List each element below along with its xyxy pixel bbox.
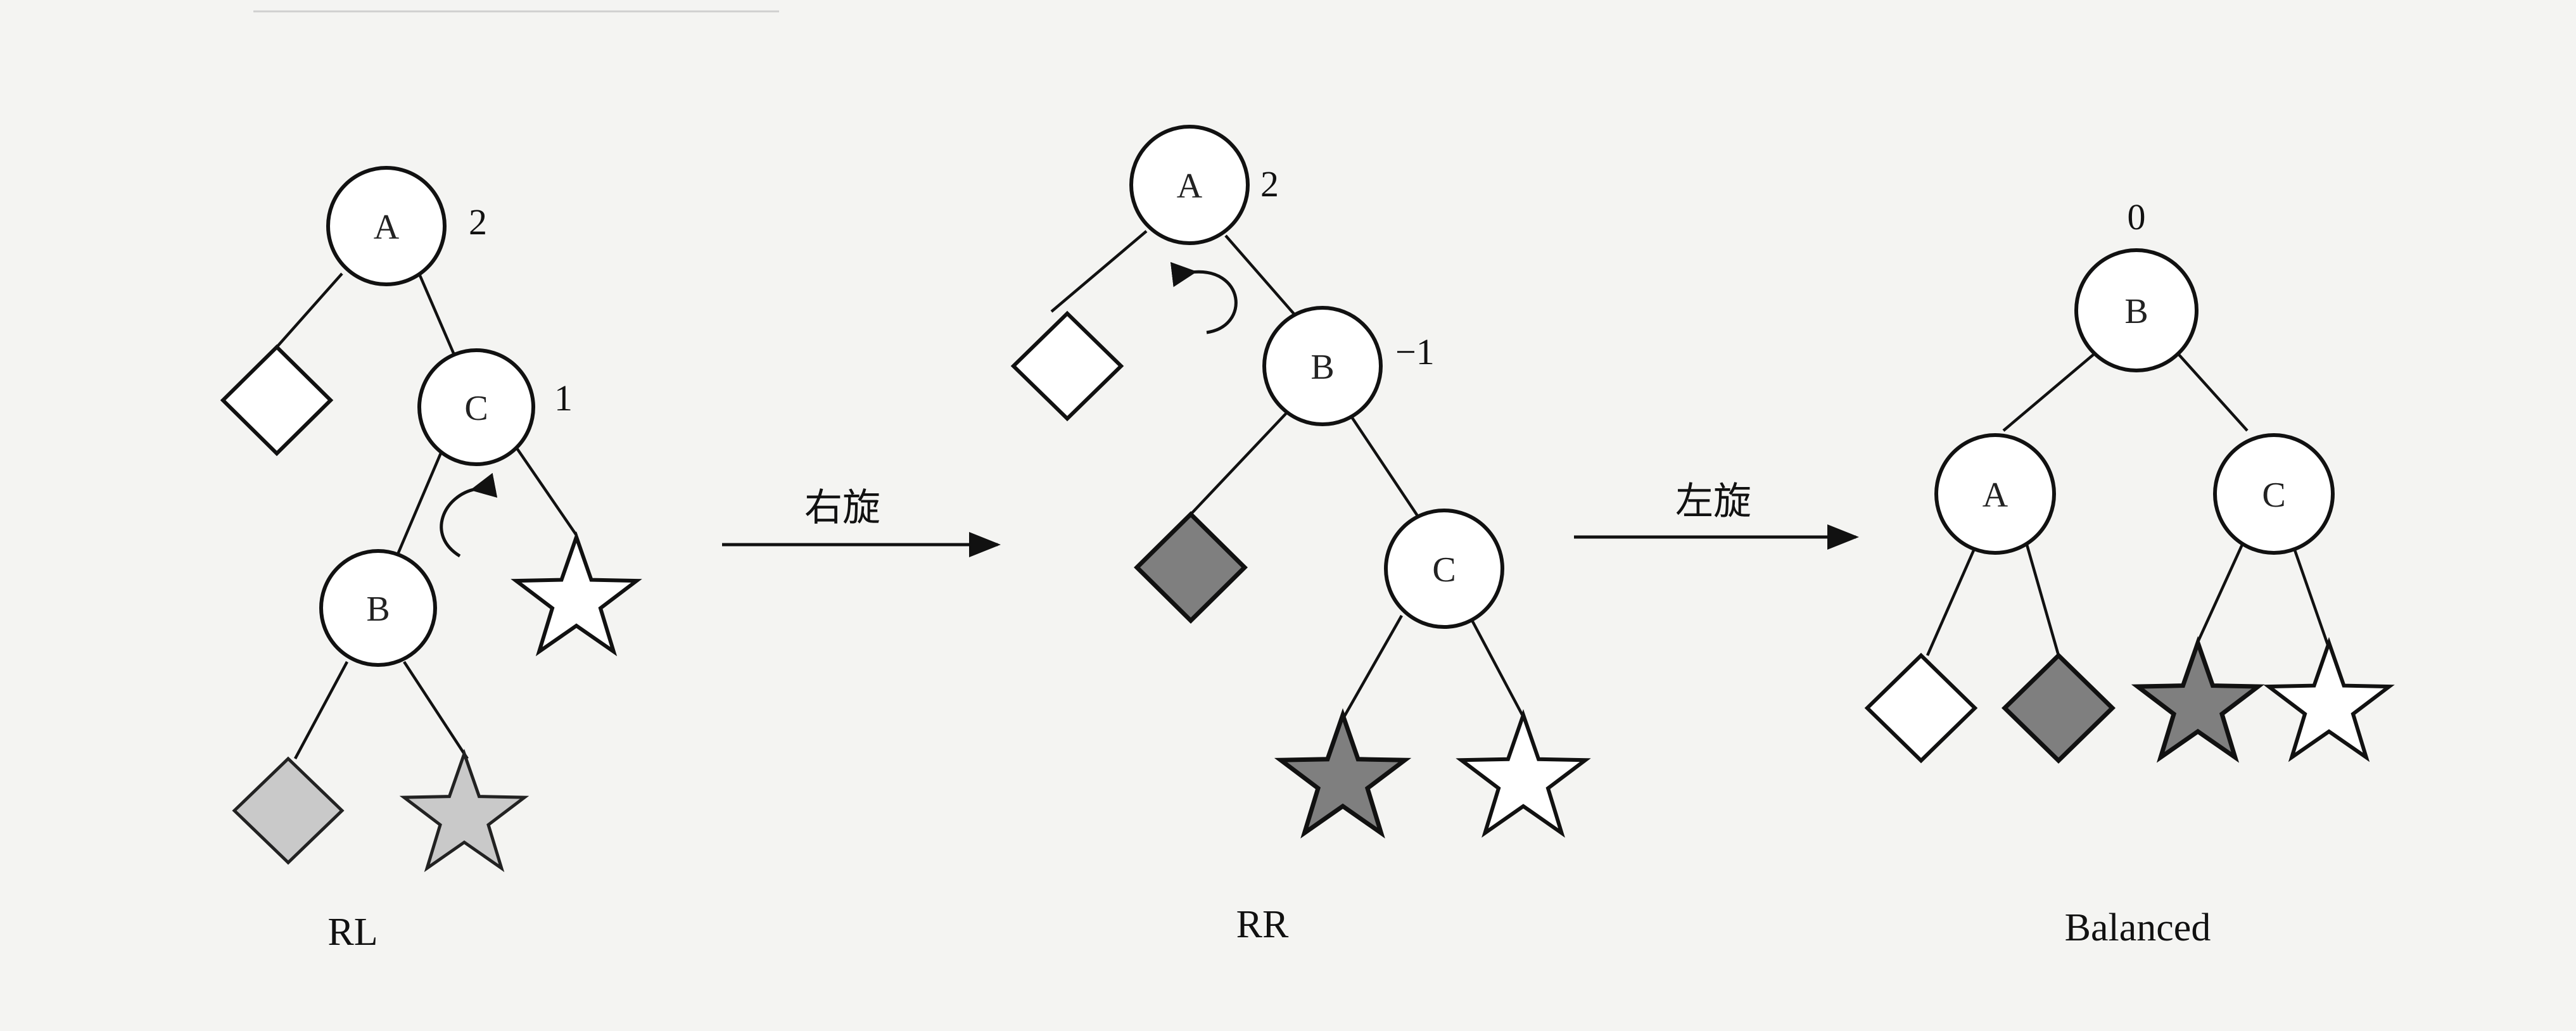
edge-b-a <box>2002 353 2095 432</box>
edge-b-left <box>1190 409 1290 516</box>
balance-factor: 1 <box>554 377 573 419</box>
diamond-icon <box>220 344 334 457</box>
star-icon <box>399 749 530 873</box>
edge-c-right <box>513 443 578 536</box>
edge-a-left <box>276 272 343 348</box>
star-icon <box>1274 708 1412 838</box>
tree-rl: A 2 C 1 B RL <box>220 166 642 954</box>
rotation-arrow-icon <box>1170 262 1238 334</box>
balance-factor: −1 <box>1395 331 1435 372</box>
rotation-step-right: 右旋 <box>722 486 1001 557</box>
diamond-icon <box>1134 511 1248 624</box>
edge-c-right <box>1468 614 1525 718</box>
tree-node: C 1 <box>417 348 573 466</box>
edge-c-b <box>396 446 445 555</box>
edge-b-right <box>403 661 469 760</box>
edge-a-c <box>418 275 456 355</box>
star-icon <box>511 531 642 657</box>
tree-rr: A 2 B −1 C RR <box>1010 125 1591 946</box>
tree-caption: RR <box>1236 903 1289 946</box>
diamond-icon <box>1010 310 1124 422</box>
rotation-step-left: 左旋 <box>1574 479 1859 550</box>
tree-node: C <box>2213 433 2335 555</box>
diamond-icon <box>232 756 345 865</box>
node-label: A <box>1177 167 1203 206</box>
balance-factor: 2 <box>469 201 487 243</box>
edge-b-left <box>294 661 348 760</box>
node-label: A <box>1983 476 2008 515</box>
tree-caption: Balanced <box>2065 906 2211 949</box>
edge-b-c <box>2178 353 2249 432</box>
tree-node: B 0 <box>2074 196 2198 372</box>
edge-c-left <box>1343 614 1403 718</box>
node-label: C <box>464 389 488 428</box>
edge-b-c <box>1351 417 1422 522</box>
node-label: B <box>1310 348 1334 387</box>
tree-node: B −1 <box>1262 306 1435 426</box>
rotation-arrow-icon <box>440 472 498 558</box>
node-label: B <box>366 590 390 629</box>
edge-a-right <box>2025 544 2060 656</box>
arrow-label: 右旋 <box>804 486 880 530</box>
star-icon <box>2263 636 2395 762</box>
edge-a-left <box>1926 544 1978 656</box>
tree-node: B <box>319 549 437 667</box>
star-icon <box>1456 709 1591 838</box>
node-label: B <box>2124 292 2148 331</box>
tree-caption: RL <box>327 911 378 954</box>
node-label: C <box>2262 476 2285 515</box>
tree-node: C <box>1384 509 1504 629</box>
balance-factor: 2 <box>1260 163 1279 205</box>
node-label: A <box>374 208 400 247</box>
tree-node: A <box>1934 433 2056 555</box>
balance-factor: 0 <box>2128 196 2146 237</box>
arrow-label: 左旋 <box>1675 479 1751 524</box>
tree-balanced: B 0 A C Balanced <box>1864 196 2395 949</box>
edge-a-left <box>1050 230 1148 313</box>
diamond-icon <box>1864 652 1978 764</box>
diamond-icon <box>2001 652 2116 764</box>
node-label: C <box>1432 550 1456 590</box>
tree-node: A 2 <box>1129 125 1279 245</box>
tree-node: A 2 <box>326 166 487 286</box>
star-icon <box>2131 636 2265 763</box>
edge-c-left <box>2195 544 2244 645</box>
edge-c-right <box>2291 544 2330 645</box>
edge-a-b <box>1224 234 1297 317</box>
